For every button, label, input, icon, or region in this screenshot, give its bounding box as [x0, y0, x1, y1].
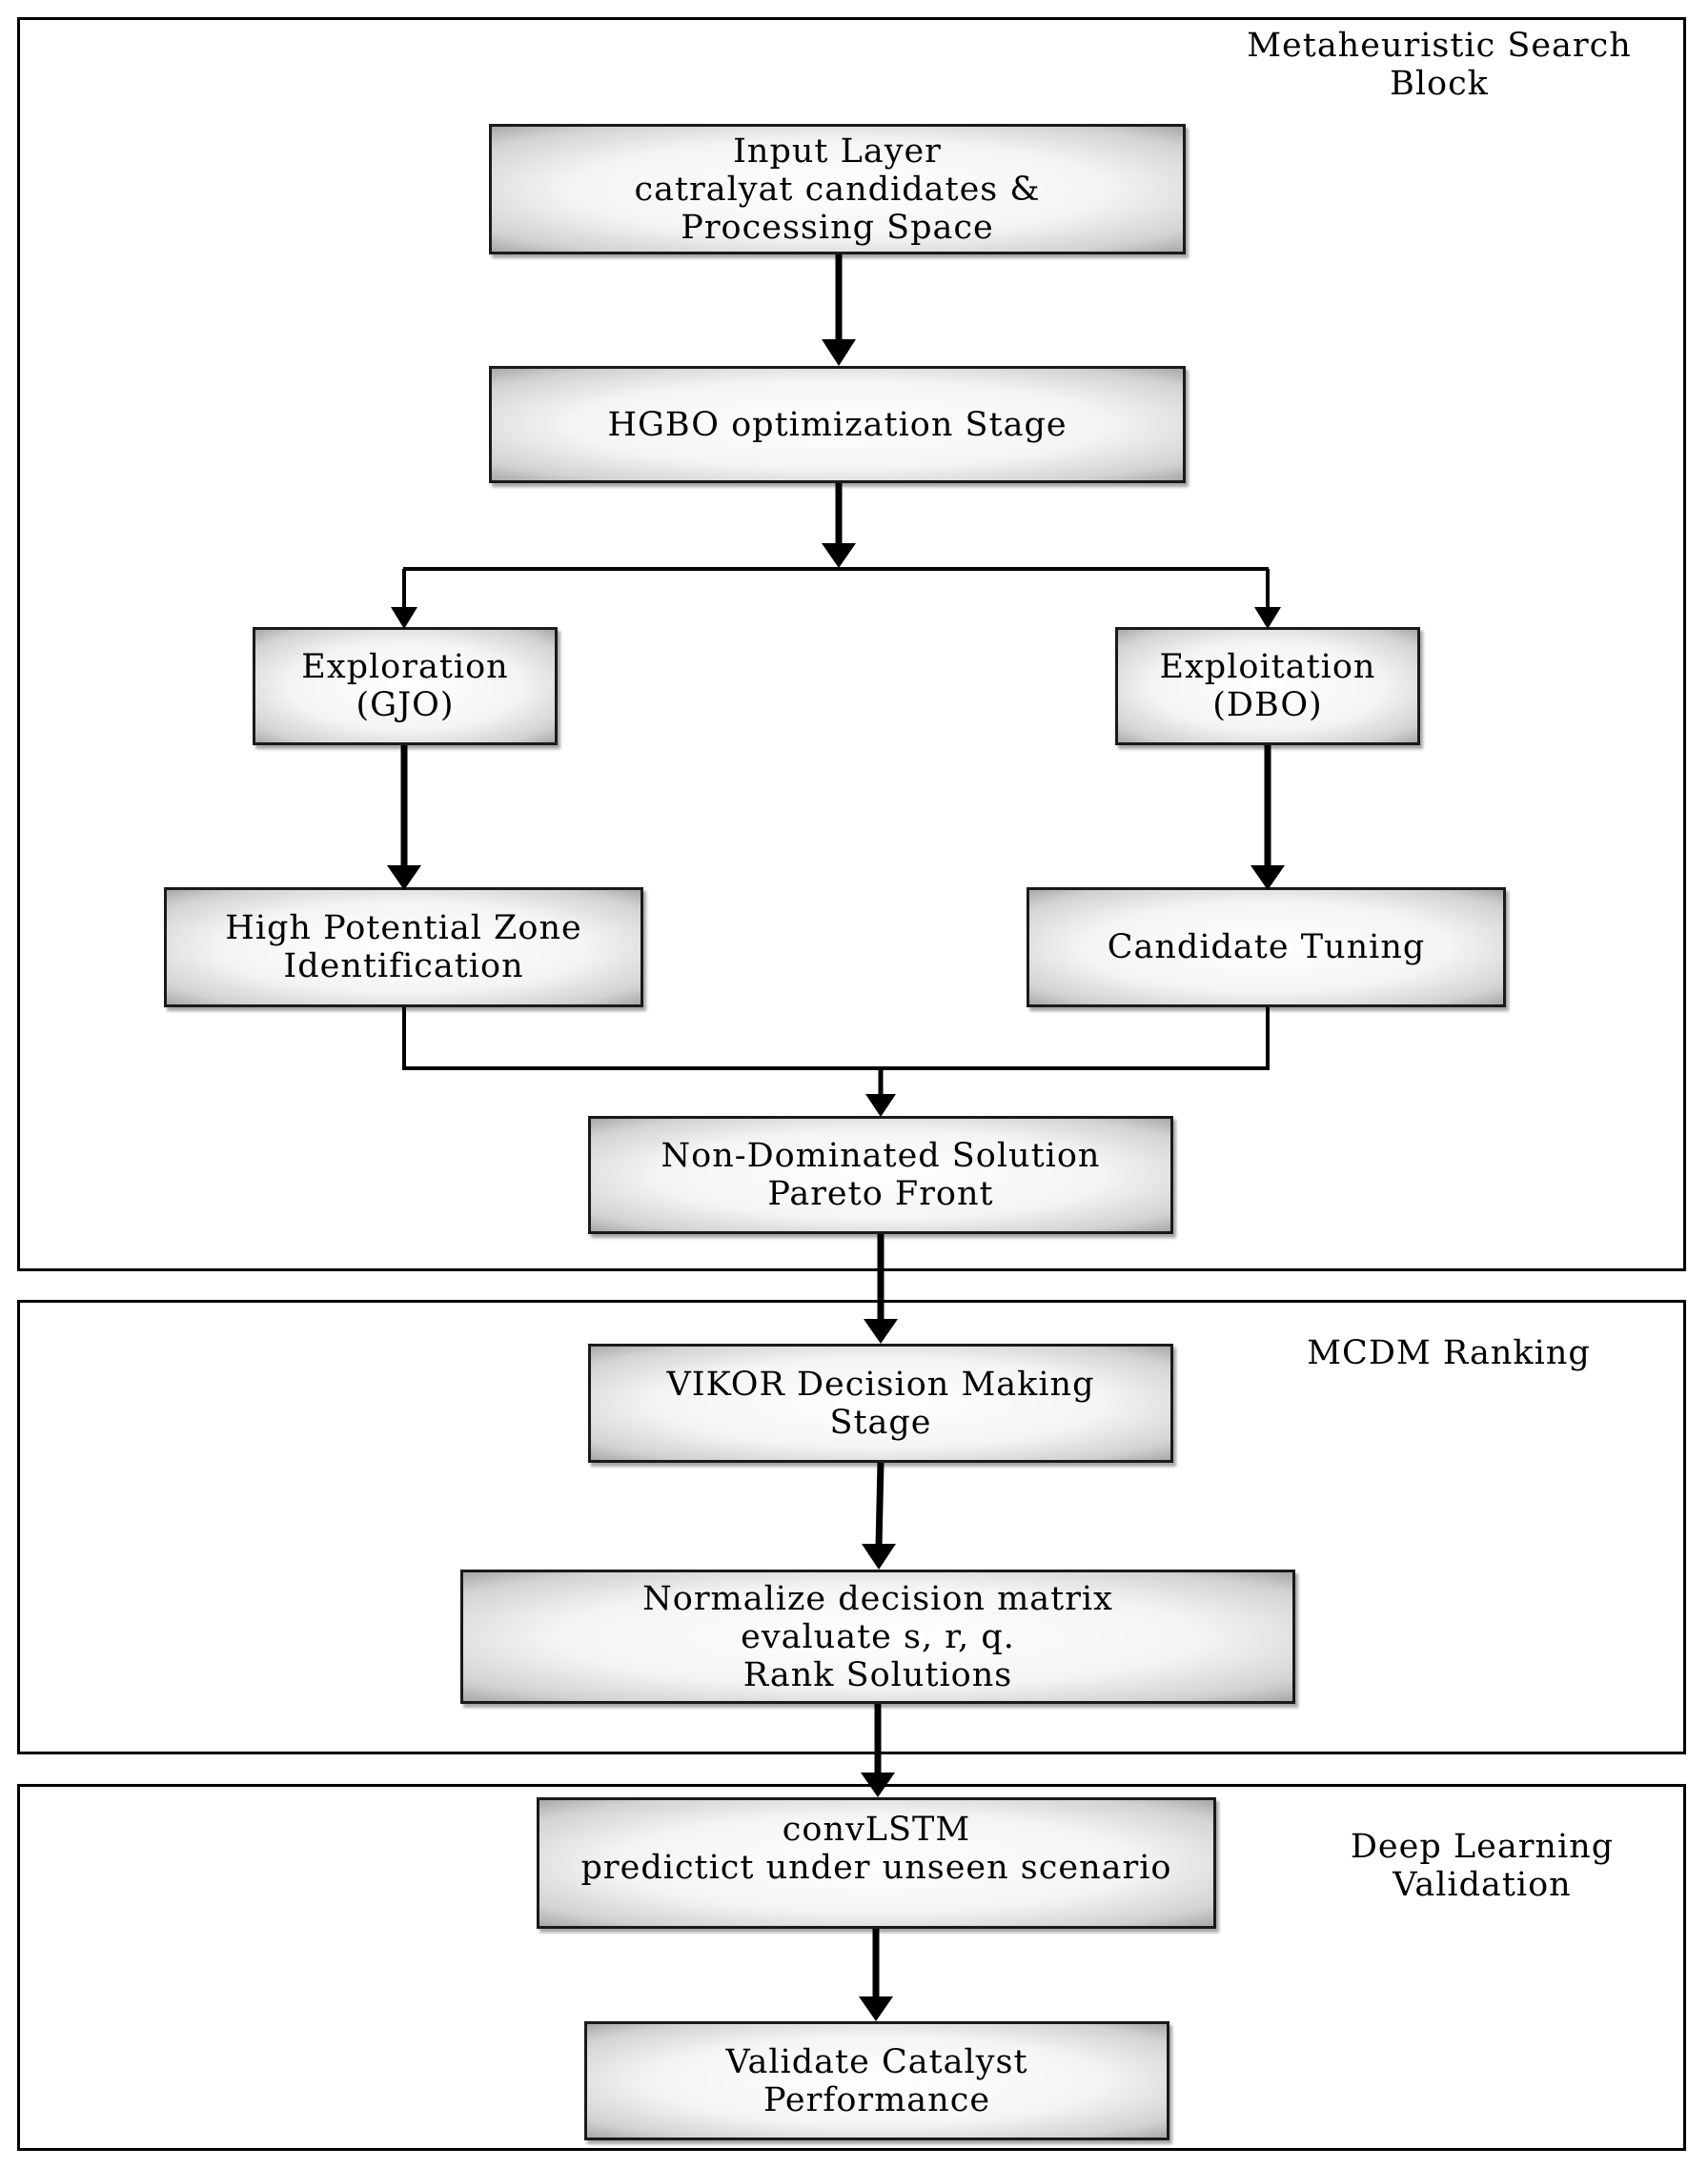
node-text-line: Exploration	[301, 648, 509, 686]
node-text-line: Normalize decision matrix	[642, 1579, 1113, 1618]
panel-label-line: Validation	[1393, 1866, 1572, 1904]
mcdm-ranking-label: MCDM Ranking	[1258, 1334, 1639, 1372]
pareto-front-box: Non-Dominated Solution Pareto Front	[588, 1116, 1173, 1234]
node-text-line: (DBO)	[1212, 686, 1323, 724]
node-text-line: Exploitation	[1159, 648, 1376, 686]
node-text-line: Validate Catalyst	[725, 2042, 1028, 2081]
node-text-line: Non-Dominated Solution	[661, 1137, 1101, 1175]
node-text-line: predictict under unseen scenario	[580, 1849, 1172, 1887]
panel-label-line: Block	[1390, 65, 1489, 103]
node-text-line: Performance	[762, 2080, 991, 2119]
node-text-line: HGBO optimization Stage	[607, 405, 1068, 444]
node-text-line: Candidate Tuning	[1107, 928, 1426, 966]
input-layer-box: Input Layer catralyat candidates & Proce…	[489, 124, 1186, 254]
node-text-line: convLSTM	[782, 1811, 971, 1849]
node-text-line: evaluate s, r, q.	[741, 1617, 1015, 1656]
normalize-decision-matrix-box: Normalize decision matrix evaluate s, r,…	[460, 1570, 1295, 1704]
panel-label-line: Deep Learning	[1350, 1828, 1615, 1866]
node-text-line: Stage	[829, 1403, 932, 1442]
node-text-line: catralyat candidates &	[634, 170, 1041, 209]
convlstm-box: convLSTM predictict under unseen scenari…	[537, 1797, 1216, 1929]
node-text-line: Input Layer	[733, 132, 942, 171]
node-text-line: Identification	[283, 947, 524, 985]
deep-learning-validation-label: Deep Learning Validation	[1306, 1828, 1658, 1904]
node-text-line: Pareto Front	[767, 1175, 994, 1213]
panel-label-line: MCDM Ranking	[1307, 1334, 1591, 1372]
node-text-line: Processing Space	[681, 208, 994, 247]
exploration-gjo-box: Exploration (GJO)	[253, 627, 558, 745]
validate-catalyst-box: Validate Catalyst Performance	[584, 2021, 1169, 2140]
high-potential-zone-box: High Potential Zone Identification	[164, 887, 643, 1007]
node-text-line: Rank Solutions	[742, 1655, 1013, 1694]
metaheuristic-search-label: Metaheuristic Search Block	[1210, 27, 1668, 103]
panel-label-line: Metaheuristic Search	[1247, 27, 1632, 65]
vikor-decision-box: VIKOR Decision Making Stage	[588, 1344, 1173, 1463]
hgbo-optimization-box: HGBO optimization Stage	[489, 366, 1186, 483]
candidate-tuning-box: Candidate Tuning	[1027, 887, 1506, 1007]
exploitation-dbo-box: Exploitation (DBO)	[1115, 627, 1420, 745]
node-text-line: (GJO)	[356, 686, 455, 724]
node-text-line: High Potential Zone	[225, 909, 582, 947]
node-text-line: VIKOR Decision Making	[666, 1365, 1095, 1404]
